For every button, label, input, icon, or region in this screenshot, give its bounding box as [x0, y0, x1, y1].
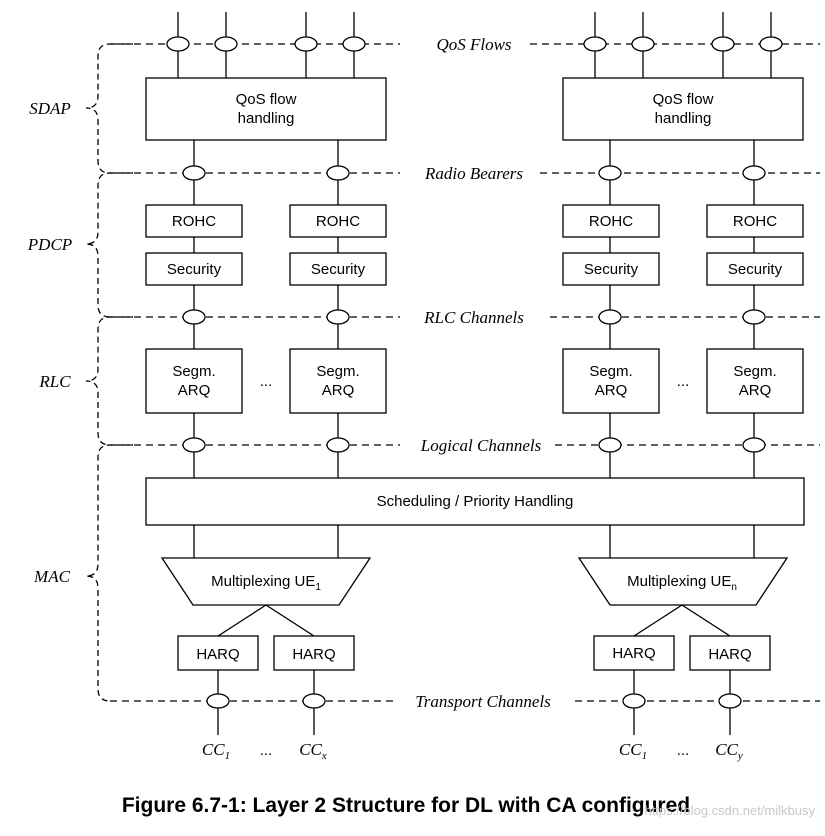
segm-label: Segm.: [316, 363, 359, 380]
security-box: [289, 252, 387, 286]
rlc-brace: [85, 316, 133, 446]
security-label: Security: [728, 261, 783, 278]
segm-label: Segm.: [172, 363, 215, 380]
arq-label: ARQ: [178, 382, 211, 399]
qos-box-line1: QoS flow: [236, 91, 297, 108]
harq-label: HARQ: [292, 646, 335, 663]
security-label: Security: [167, 261, 222, 278]
function-boxes: [145, 77, 805, 671]
rohc-box: [562, 204, 660, 238]
security-box: [562, 252, 660, 286]
harq-box: [593, 635, 675, 671]
security-label: Security: [311, 261, 366, 278]
rohc-label: ROHC: [589, 213, 633, 230]
cc-ellipsis-left: ...: [260, 742, 273, 759]
rohc-box: [706, 204, 804, 238]
watermark: https://blog.csdn.net/milkbusy: [644, 803, 815, 818]
harq-box: [273, 635, 355, 671]
cc-label-right-1: CC1: [619, 740, 647, 762]
segm-arq-box: [562, 348, 660, 414]
segm-ellipsis: ...: [260, 373, 273, 390]
segm-arq-box: [706, 348, 804, 414]
multiplexing-trapezoid-right: [577, 557, 789, 606]
sdap-brace: [85, 43, 133, 174]
qos-box-line2: handling: [655, 110, 712, 127]
security-label: Security: [584, 261, 639, 278]
security-box: [145, 252, 243, 286]
figure-caption: Figure 6.7-1: Layer 2 Structure for DL w…: [122, 794, 690, 817]
arq-label: ARQ: [739, 382, 772, 399]
cc-label-left-x: CCx: [299, 740, 327, 762]
harq-box: [689, 635, 771, 671]
harq-box: [177, 635, 259, 671]
harq-label: HARQ: [708, 646, 751, 663]
mac-brace: [85, 444, 133, 702]
mac-layer-label: MAC: [33, 567, 71, 586]
cc-ellipsis-right: ...: [677, 742, 690, 759]
qos-flow-handling-box-left: [145, 77, 387, 141]
sap-ovals: [166, 36, 783, 709]
rohc-label: ROHC: [316, 213, 360, 230]
sdap-layer-label: SDAP: [29, 99, 71, 118]
security-box: [706, 252, 804, 286]
rlc-layer-label: RLC: [38, 372, 71, 391]
qos-box-line1: QoS flow: [653, 91, 714, 108]
segm-arq-box: [145, 348, 243, 414]
harq-label: HARQ: [196, 646, 239, 663]
segm-ellipsis: ...: [677, 373, 690, 390]
scheduling-label: Scheduling / Priority Handling: [377, 493, 574, 510]
pdcp-brace: [85, 172, 133, 318]
multiplexing-label-right: Multiplexing UEn: [627, 573, 737, 593]
multiplexing-trapezoid-left: [160, 557, 372, 606]
logical-channels-label: Logical Channels: [420, 436, 542, 455]
qos-flow-handling-box-right: [562, 77, 804, 141]
rohc-label: ROHC: [733, 213, 777, 230]
segm-label: Segm.: [733, 363, 776, 380]
qos-flows-label: QoS Flows: [436, 35, 511, 54]
cc-label-right-y: CCy: [715, 740, 743, 762]
channel-lines: [110, 43, 820, 702]
pdcp-layer-label: PDCP: [27, 235, 72, 254]
segm-arq-box: [289, 348, 387, 414]
transport-channels-label: Transport Channels: [415, 692, 551, 711]
harq-label: HARQ: [612, 645, 655, 662]
rohc-box: [145, 204, 243, 238]
arq-label: ARQ: [322, 382, 355, 399]
qos-box-line2: handling: [238, 110, 295, 127]
segm-label: Segm.: [589, 363, 632, 380]
rlc-channels-label: RLC Channels: [423, 308, 524, 327]
cc-label-left-1: CC1: [202, 740, 230, 762]
radio-bearers-label: Radio Bearers: [424, 164, 523, 183]
arq-label: ARQ: [595, 382, 628, 399]
scheduling-box: [145, 477, 805, 526]
multiplexing-label-left: Multiplexing UE1: [211, 573, 321, 593]
rohc-box: [289, 204, 387, 238]
rohc-label: ROHC: [172, 213, 216, 230]
layer-braces: [85, 43, 133, 702]
